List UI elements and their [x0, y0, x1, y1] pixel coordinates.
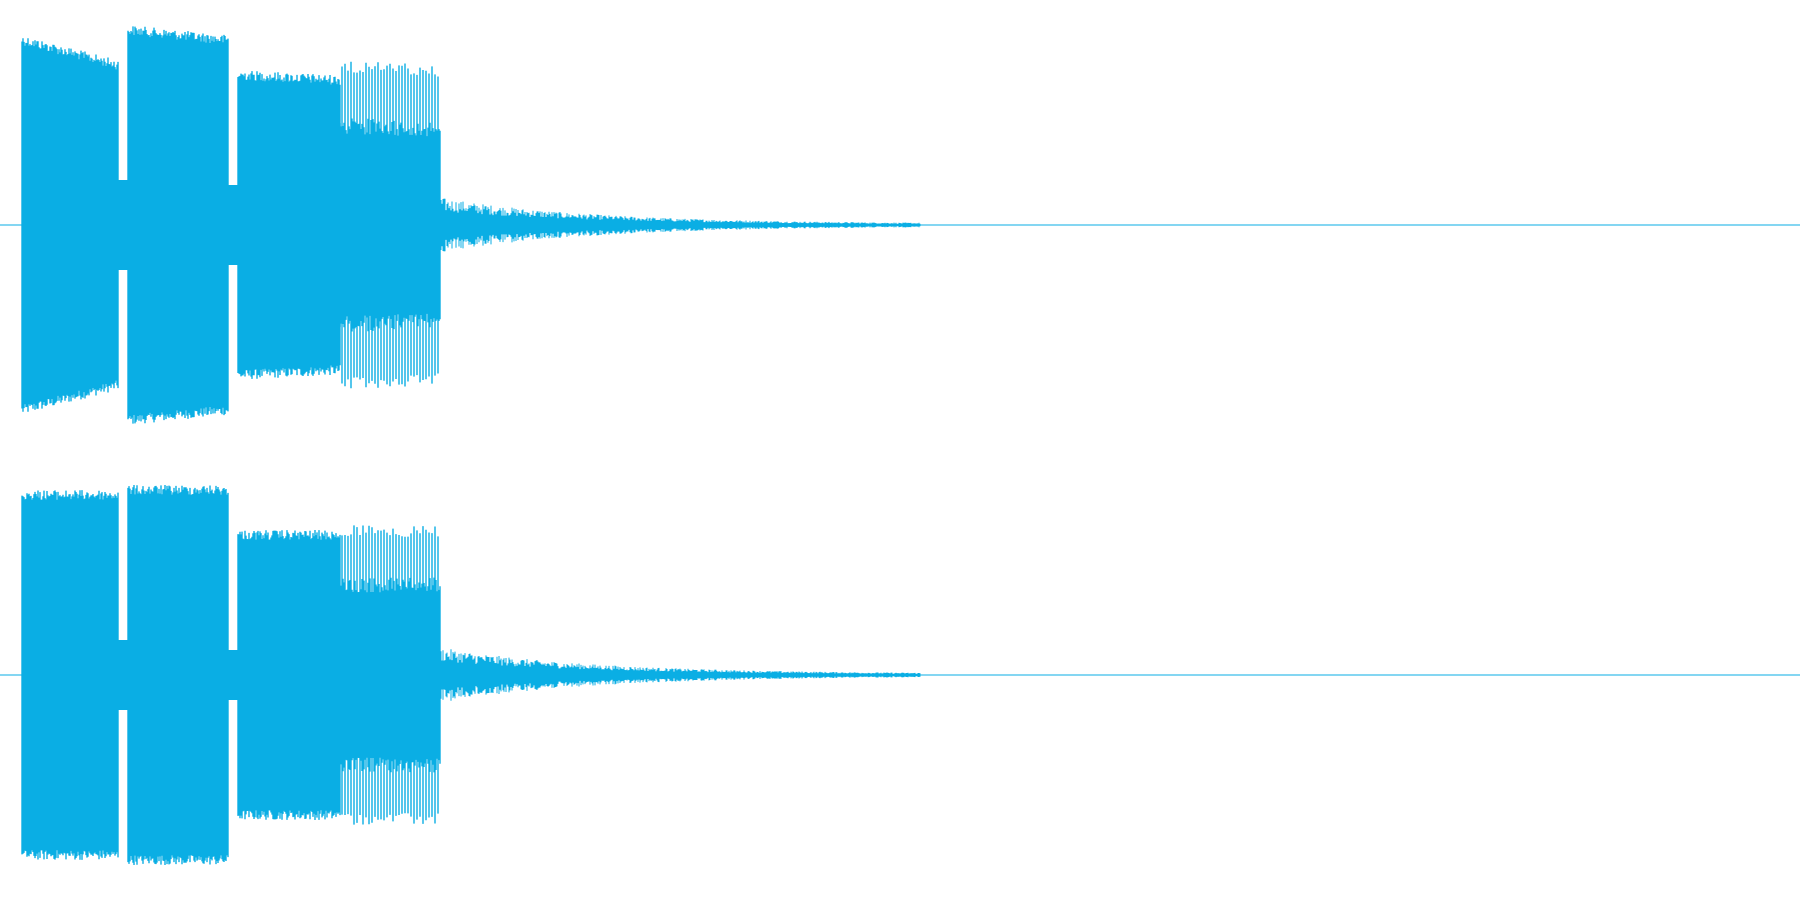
- waveform-decay-tail: [439, 198, 921, 252]
- waveform-burst-1: [21, 38, 119, 412]
- waveform-gap-2: [228, 650, 238, 700]
- waveform-left-plot: [0, 26, 1800, 424]
- waveform-gap-1: [118, 640, 128, 710]
- waveform-right-plot: [0, 485, 1800, 865]
- channel-left-waveform[interactable]: [0, 0, 1800, 450]
- waveform-burst-4: [339, 525, 441, 825]
- waveform-decay-tail: [439, 648, 921, 702]
- waveform-burst-3: [237, 530, 341, 820]
- waveform-burst-2: [127, 26, 229, 424]
- channel-right-waveform[interactable]: [0, 450, 1800, 900]
- waveform-burst-3: [237, 71, 341, 379]
- waveform-gap-1: [118, 180, 128, 270]
- waveform-gap-2: [228, 185, 238, 265]
- waveform-burst-4: [339, 61, 441, 389]
- waveform-burst-2: [127, 485, 229, 865]
- waveform-burst-1: [21, 490, 119, 860]
